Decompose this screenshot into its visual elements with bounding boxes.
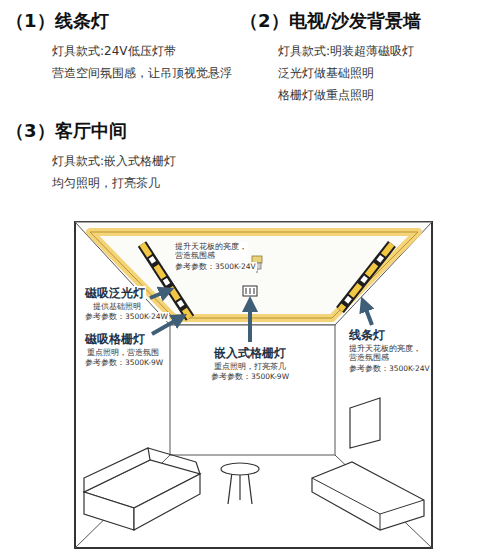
line-light-strip bbox=[90, 232, 418, 318]
leader-arrow bbox=[150, 291, 167, 298]
section-heading: （2）电视/沙发背景墙 bbox=[240, 10, 421, 33]
body-text: 灯具款式:24V低压灯带 bbox=[52, 44, 176, 59]
spec-text: 参考参数：3500K-24V bbox=[174, 262, 257, 271]
note-text: 重点照明，打亮茶几 bbox=[213, 362, 287, 371]
tv-cabinet bbox=[312, 462, 424, 530]
track-light bbox=[340, 244, 392, 310]
callout-title: 磁吸格栅灯 bbox=[84, 332, 146, 347]
section-heading: （1）线条灯 bbox=[6, 10, 109, 33]
back-wall bbox=[170, 325, 335, 455]
body-text: 灯具款式:嵌入式格栅灯 bbox=[52, 154, 176, 169]
grille-light bbox=[243, 286, 257, 296]
leader-arrow bbox=[248, 304, 252, 342]
body-text: 营造空间氛围感，让吊顶视觉悬浮 bbox=[52, 66, 232, 81]
note-text: 提升天花板的亮度，营造氛围感 bbox=[348, 344, 428, 363]
line-light-glow bbox=[90, 232, 418, 318]
coffee-table bbox=[221, 463, 259, 504]
tv bbox=[350, 398, 380, 448]
note-text: 提升天花板的亮度，营造氛围感 bbox=[174, 242, 248, 261]
callout-title: 嵌入式格栅灯 bbox=[213, 346, 287, 361]
spec-text: 参考参数：3500K-9W bbox=[84, 358, 164, 367]
body-text: 灯具款式:明装超薄磁吸灯 bbox=[278, 44, 414, 59]
ceiling bbox=[75, 222, 432, 325]
callout-title: 磁吸泛光灯 bbox=[84, 286, 146, 301]
body-text: 格栅灯做重点照明 bbox=[278, 88, 374, 103]
cabinet-edge bbox=[380, 500, 424, 514]
cabinet-edge bbox=[380, 514, 381, 530]
spec-text: 参考参数：3500K-9W bbox=[210, 372, 290, 381]
cabinet-edge bbox=[312, 478, 380, 514]
magnetic-track bbox=[340, 244, 392, 310]
callout-title: 线条灯 bbox=[348, 328, 386, 343]
track-light bbox=[340, 244, 392, 310]
sofa bbox=[84, 448, 200, 530]
body-text: 泛光灯做基础照明 bbox=[278, 66, 374, 81]
room-frame bbox=[75, 222, 432, 548]
note-text: 提供基础照明 bbox=[92, 302, 142, 311]
section-heading: （3）客厅中间 bbox=[6, 120, 127, 143]
leader-arrow bbox=[364, 304, 372, 325]
note-text: 重点照明，营造氛围 bbox=[86, 348, 160, 357]
spec-text: 参考参数：3500K-24W bbox=[84, 312, 169, 321]
body-text: 均匀照明，打亮茶几 bbox=[52, 176, 160, 191]
spec-text: 参考参数：3500K-24V bbox=[348, 364, 431, 373]
